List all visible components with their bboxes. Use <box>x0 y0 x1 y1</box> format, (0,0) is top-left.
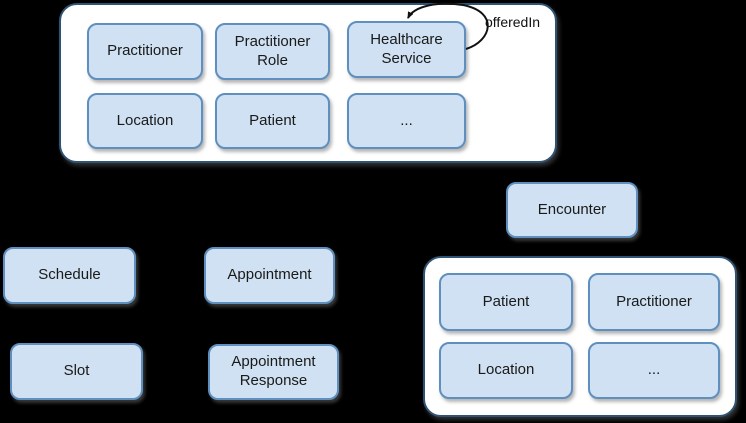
node-encounter-ellipsis: ... <box>588 342 720 399</box>
node-patient: Patient <box>215 93 330 149</box>
node-healthcare-service: Healthcare Service <box>347 21 466 78</box>
node-ellipsis: ... <box>347 93 466 149</box>
offeredin-label: offeredIn <box>485 14 541 30</box>
node-appointment: Appointment <box>204 247 335 304</box>
node-encounter-location: Location <box>439 342 573 399</box>
node-practitioner-role: Practitioner Role <box>215 23 330 80</box>
node-encounter-patient: Patient <box>439 273 573 331</box>
node-location: Location <box>87 93 203 149</box>
node-schedule: Schedule <box>3 247 136 304</box>
node-encounter-practitioner: Practitioner <box>588 273 720 331</box>
self-loop-arrow <box>407 2 489 50</box>
node-appointment-response: Appointment Response <box>208 344 339 400</box>
node-practitioner: Practitioner <box>87 23 203 80</box>
node-slot: Slot <box>10 343 143 400</box>
node-encounter: Encounter <box>506 182 638 238</box>
